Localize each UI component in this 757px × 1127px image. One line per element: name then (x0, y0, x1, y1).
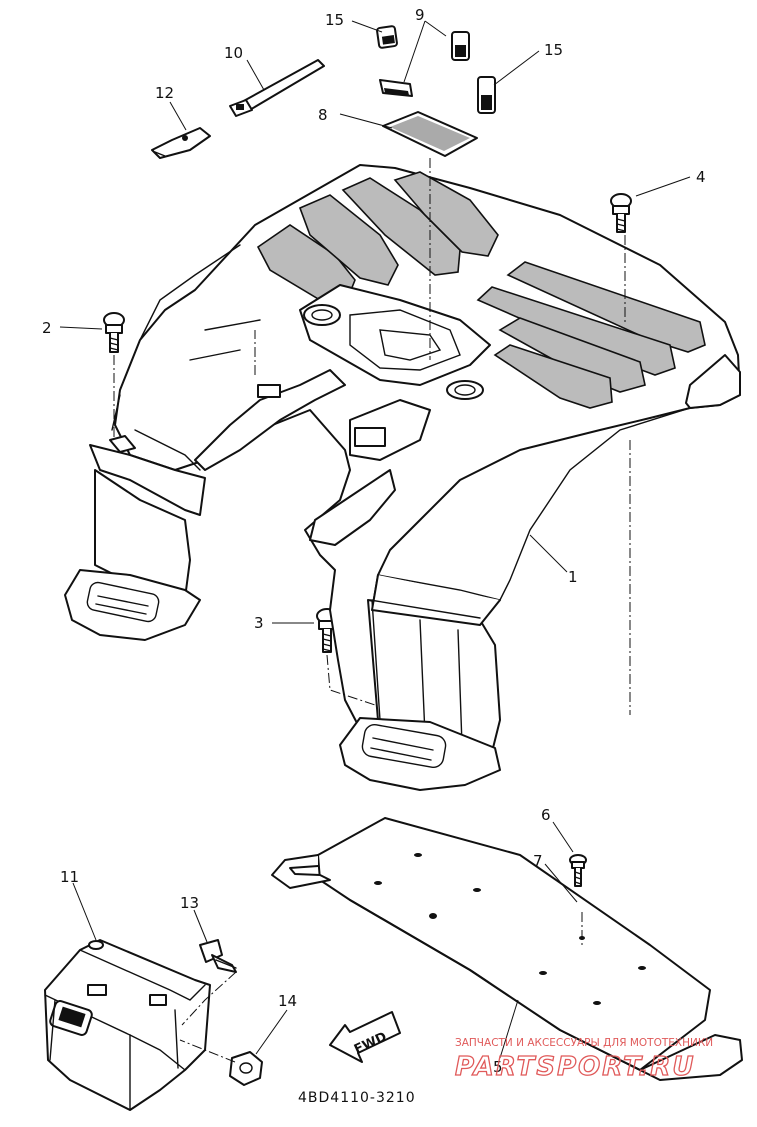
part-1-rear-fender (64, 164, 741, 791)
part-9-rubber-pad-bottom (379, 79, 413, 97)
label-part-10: 10 (224, 44, 243, 62)
part-12-bracket (151, 127, 211, 159)
label-part-14: 14 (278, 992, 297, 1010)
label-part-3: 3 (254, 614, 264, 632)
part-14-nut (229, 1051, 263, 1086)
label-part-2: 2 (42, 319, 52, 337)
part-5-carrier-plate (271, 817, 743, 1081)
diagram-code: 4BD4110-3210 (298, 1090, 416, 1106)
part-8-plate (382, 111, 478, 157)
part-2-bolt (103, 312, 125, 353)
label-part-13: 13 (180, 894, 199, 912)
watermark-logo: PARTSPORT.RU (455, 1052, 695, 1082)
label-part-6: 6 (541, 806, 551, 824)
fwd-arrow-indicator: FWD (329, 1011, 401, 1063)
label-part-11: 11 (60, 868, 79, 886)
part-9-rubber-pad-top (451, 31, 470, 61)
part-15-rubber-pad-right (477, 76, 496, 114)
watermark-tagline: ЗАПЧАСТИ И АКСЕССУАРЫ ДЛЯ МОТОТЕХНИКИ (455, 1037, 713, 1049)
leader-lines (59, 20, 691, 1059)
label-part-4: 4 (696, 168, 706, 186)
part-13-bolt (199, 939, 237, 973)
part-6-bolt (569, 854, 587, 887)
label-part-15-right: 15 (544, 41, 563, 59)
label-part-15-left: 15 (325, 11, 344, 29)
label-part-1: 1 (568, 568, 578, 586)
label-part-5: 5 (493, 1058, 503, 1076)
label-part-9: 9 (415, 6, 425, 24)
part-15-rubber-pad-left (376, 25, 398, 49)
part-4-bolt (610, 193, 632, 233)
label-part-7: 7 (533, 852, 543, 870)
label-part-8: 8 (318, 106, 328, 124)
part-11-storage-box (44, 939, 211, 1111)
label-part-12: 12 (155, 84, 174, 102)
assembly-lines (113, 158, 631, 1063)
part-10-strap (229, 59, 325, 117)
